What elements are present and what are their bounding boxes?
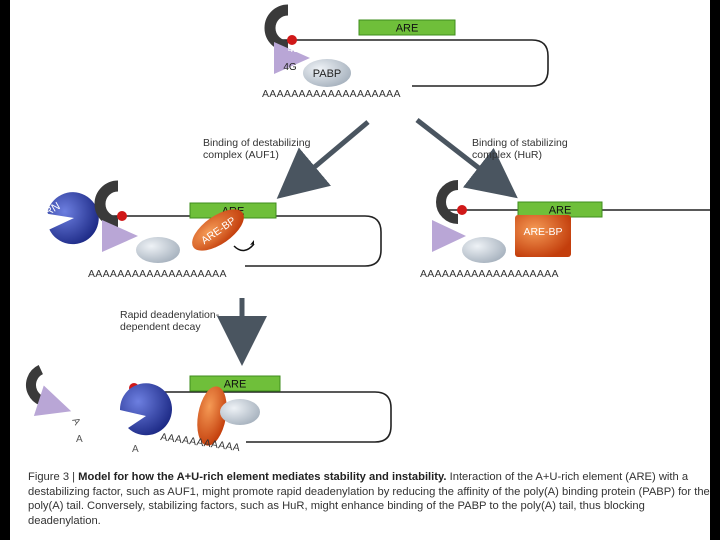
are-label: ARE	[396, 23, 419, 35]
mrna-model-diagram: ARE 4E 4G PABP AAAAAAAAAAAAAAAAAAA Bindi…	[26, 4, 710, 455]
right-mrna: ARE ARE-BP AAAAAAAAAAAAAAAAAAA	[420, 180, 710, 280]
parn-label: PARN	[31, 200, 63, 225]
cap-binding-icon	[264, 4, 289, 52]
stabilizing-label-1: Binding of stabilizing	[472, 137, 568, 149]
release-arrow-head	[250, 240, 254, 245]
a-label-3: A	[132, 444, 139, 455]
polya-tail-label: AAAAAAAAAAAAAAAAAAA	[88, 268, 227, 280]
parn-shape	[119, 383, 172, 436]
parn-shape	[47, 192, 99, 245]
mrna-strand	[134, 391, 392, 443]
caption-body: Interaction of the A+U-rich element (ARE…	[28, 471, 710, 527]
pabp-shape	[136, 237, 180, 263]
cap-dot	[117, 211, 127, 221]
mrna-strand	[110, 215, 382, 267]
decay-label-2: dependent decay	[120, 321, 201, 333]
eif4g-shape	[274, 42, 310, 74]
pabp-shape	[303, 59, 351, 87]
arrow-stabilizing	[415, 118, 518, 199]
bottom-mrna: A A A ARE AAAAAAAAAAA	[26, 365, 392, 455]
figure-caption: Figure 3 | Model for how the A+U-rich el…	[28, 470, 718, 528]
top-mrna: ARE 4E 4G PABP AAAAAAAAAAAAAAAAAAA	[262, 4, 549, 100]
a-label-1: A	[69, 416, 82, 428]
eif4g-label: 4G	[283, 62, 297, 73]
are-label: ARE	[224, 379, 247, 391]
destabilizing-label-1: Binding of destabilizing	[203, 137, 311, 149]
decay-label-1: Rapid deadenylation-	[120, 309, 220, 321]
polya-tail-label: AAAAAAAAAAAAAAAAAAA	[262, 88, 401, 100]
stabilizing-label-2: complex (HuR)	[472, 149, 542, 161]
are-bp-shape	[197, 386, 227, 446]
arrow-destabilizing	[276, 120, 370, 199]
caption-title: Model for how the A+U-rich element media…	[78, 471, 447, 483]
are-label: ARE	[549, 205, 572, 217]
figure-panel: ARE 4E 4G PABP AAAAAAAAAAAAAAAAAAA Bindi…	[10, 0, 710, 540]
eif4g-shape	[33, 385, 72, 416]
pabp-shape	[462, 237, 506, 263]
mrna-strand	[280, 39, 549, 87]
eif4g-shape	[102, 220, 138, 252]
pabp-shape	[220, 399, 260, 425]
are-bp-label: ARE-BP	[523, 226, 562, 238]
caption-figure-number: Figure 3 |	[28, 471, 79, 483]
are-bp-shape	[192, 209, 244, 251]
eif4e-label: 4E	[288, 44, 301, 55]
a-label-2: A	[76, 434, 83, 445]
polya-tail-label: AAAAAAAAAAAAAAAAAAA	[420, 268, 559, 280]
pabp-label: PABP	[313, 68, 342, 80]
eif4g-shape	[432, 220, 466, 252]
cap-dot	[287, 35, 297, 45]
left-mrna: PARN ARE ARE-BP AAAAAAAAAAAAAAAAAAA	[31, 180, 382, 280]
destabilizing-label-2: complex (AUF1)	[203, 149, 279, 161]
cap-dot	[457, 205, 467, 215]
are-bp-shape	[515, 215, 571, 257]
are-box	[358, 19, 456, 36]
cap-binding-icon	[94, 180, 119, 228]
release-arrow-icon	[233, 243, 255, 252]
cap-binding-icon	[436, 180, 459, 224]
